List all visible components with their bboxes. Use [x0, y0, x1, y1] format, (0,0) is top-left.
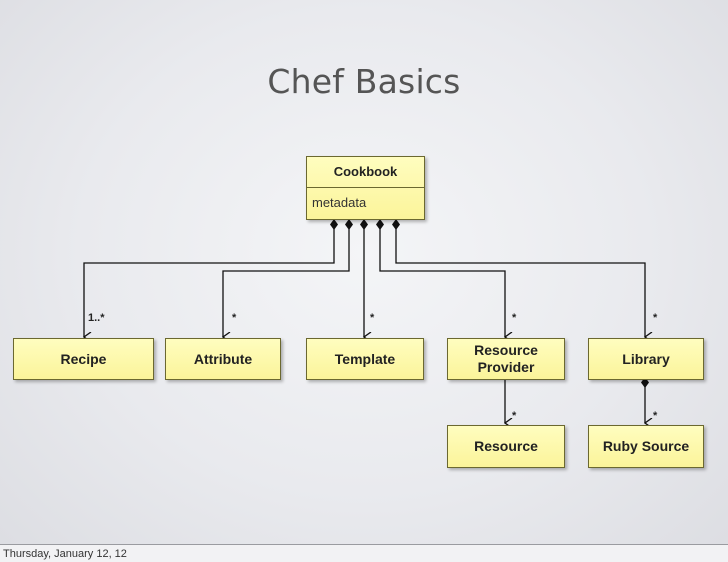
template-label: Template: [334, 350, 396, 367]
multiplicity-library: *: [653, 312, 658, 324]
cookbook-class-box: Cookbook metadata: [306, 156, 425, 220]
footer-date: Thursday, January 12, 12: [3, 548, 127, 560]
composition-diamond: [330, 219, 338, 230]
resource-provider-box: Resource Provider: [447, 338, 565, 380]
cookbook-attribute: metadata: [312, 195, 367, 210]
library-label: Library: [622, 350, 670, 367]
composition-diamond: [376, 219, 384, 230]
attribute-box: Attribute: [165, 338, 281, 380]
ruby-source-box: Ruby Source: [588, 425, 704, 468]
multiplicity-recipe: 1..*: [88, 312, 105, 324]
ruby-source-label: Ruby Source: [602, 438, 690, 454]
recipe-box: Recipe: [13, 338, 154, 380]
resource-provider-label-line1: Resource: [474, 342, 538, 358]
composition-diamond: [345, 219, 353, 230]
composition-diamond: [392, 219, 400, 230]
multiplicity-template: *: [370, 312, 375, 324]
template-box: Template: [306, 338, 424, 380]
composition-diamond: [360, 219, 368, 230]
multiplicity-attribute: *: [232, 312, 237, 324]
resource-provider-label-line2: Provider: [477, 359, 535, 375]
composition-line-attribute: [223, 229, 350, 337]
resource-box: Resource: [447, 425, 565, 468]
composition-line-resource-provider: [379, 229, 505, 337]
resource-label: Resource: [474, 438, 538, 454]
multiplicity-resource: *: [512, 410, 517, 422]
composition-line-recipe: [84, 229, 335, 337]
attribute-label: Attribute: [193, 350, 253, 367]
recipe-label: Recipe: [60, 350, 107, 367]
composition-line-library: [395, 229, 645, 337]
multiplicity-ruby-source: *: [653, 410, 658, 422]
cookbook-name: Cookbook: [307, 157, 424, 188]
slide-title: Chef Basics: [267, 62, 461, 101]
library-box: Library: [588, 338, 704, 380]
footer-bar: Thursday, January 12, 12: [0, 544, 728, 562]
multiplicity-resource-provider: *: [512, 312, 517, 324]
